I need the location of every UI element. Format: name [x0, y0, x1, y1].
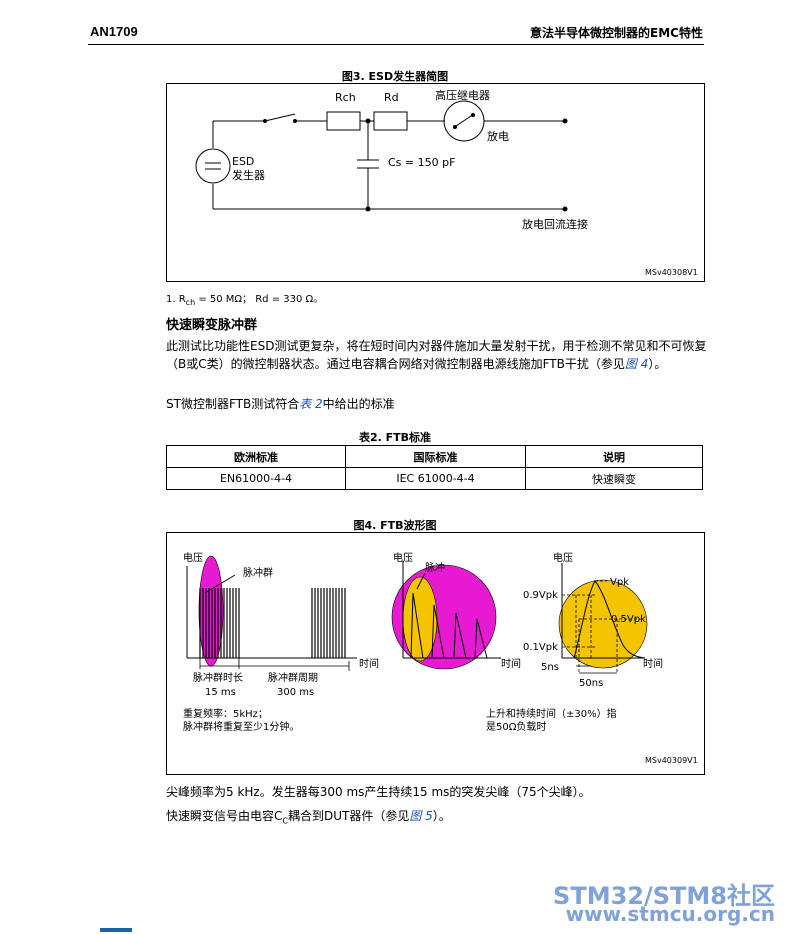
- figure4-caption: 图4. FTB波形图: [353, 519, 437, 532]
- para-4: 快速瞬变信号由电容CC耦合到DUT器件（参见图 5）。: [166, 809, 451, 826]
- voltage-label-3: 电压: [553, 551, 573, 564]
- watermark-line-2: www.stmcu.org.cn: [565, 902, 775, 926]
- burst-length-label: 脉冲群时长: [193, 671, 243, 684]
- repeat-note: 脉冲群将重复至少1分钟。: [183, 720, 299, 733]
- figure3-note: 1. Rch = 50 MΩ； Rd = 330 Ω。: [166, 294, 324, 307]
- rch-label: Rch: [335, 91, 356, 104]
- table-row: EN61000-4-4 IEC 61000-4-4 快速瞬变: [166, 467, 703, 490]
- cell-desc: 快速瞬变: [525, 467, 703, 490]
- time-label-1: 时间: [359, 657, 379, 670]
- v05-label: 0.5Vpk: [611, 614, 646, 625]
- figure5-link[interactable]: 图 5: [409, 809, 433, 823]
- time-label-2: 时间: [501, 657, 521, 670]
- burst-period-label: 脉冲群周期: [268, 671, 318, 684]
- st-logo-fragment: [100, 928, 132, 932]
- table-header-row: 欧洲标准 国际标准 说明: [166, 445, 703, 468]
- vpk-label: Vpk: [610, 577, 629, 588]
- figure4-frame: 电压 脉冲群 时间 脉冲群时长 15 ms 脉冲群周期 300 ms 重复频率：…: [166, 532, 705, 775]
- rd-label: Rd: [384, 91, 399, 104]
- cell-eu: EN61000-4-4: [166, 467, 346, 490]
- col-intl: 国际标准: [345, 445, 526, 468]
- burst-label: 脉冲群: [243, 566, 273, 579]
- table2-link[interactable]: 表 2: [299, 397, 323, 411]
- col-eu: 欧洲标准: [166, 445, 346, 468]
- figure3-ref: MSv40308V1: [645, 268, 698, 277]
- cell-intl: IEC 61000-4-4: [345, 467, 526, 490]
- doc-title: 意法半导体微控制器的EMC特性: [530, 26, 703, 40]
- figure3-caption: 图3. ESD发生器简图: [341, 70, 449, 83]
- esd-label-2: 发生器: [232, 168, 265, 182]
- section-title: 快速瞬变脉冲群: [166, 318, 258, 333]
- v09-label: 0.9Vpk: [523, 590, 558, 601]
- t5ns-label: 5ns: [541, 662, 559, 673]
- burst-period-value: 300 ms: [277, 687, 314, 698]
- header-rule: [88, 44, 704, 45]
- col-desc: 说明: [525, 445, 703, 468]
- table2-caption: 表2. FTB标准: [358, 431, 432, 444]
- ftb-waveform-diagram: 电压 脉冲群 时间 脉冲群时长 15 ms 脉冲群周期 300 ms 重复频率：…: [183, 551, 698, 765]
- voltage-label-2: 电压: [393, 551, 413, 564]
- load-note: 是50Ω负载时: [486, 720, 546, 733]
- doc-id: AN1709: [90, 24, 138, 39]
- relay-label: 高压继电器: [435, 88, 490, 102]
- return-label: 放电回流连接: [522, 217, 588, 231]
- esd-generator-diagram: Rch Rd 高压继电器 放电 ESD 发生器 Cs = 150 pF 放电回流…: [195, 88, 698, 277]
- v01-label: 0.1Vpk: [523, 642, 558, 653]
- watermark-line-1: STM32/STM8社区: [553, 882, 775, 910]
- voltage-label-1: 电压: [183, 551, 203, 564]
- pulse-label: 脉冲: [425, 561, 445, 574]
- para-3: 尖峰频率为5 kHz。发生器每300 ms产生持续15 ms的突发尖峰（75个尖…: [166, 785, 591, 799]
- figure4-link[interactable]: 图 4: [624, 356, 649, 371]
- ftb-standards-table: 欧洲标准 国际标准 说明 EN61000-4-4 IEC 61000-4-4 快…: [166, 445, 703, 490]
- figure4-ref: MSv40309V1: [645, 756, 698, 765]
- rep-freq-note: 重复频率：5kHz；: [183, 707, 268, 720]
- para-2: ST微控制器FTB测试符合表 2中给出的标准: [166, 397, 395, 411]
- rise-note: 上升和持续时间（±30%）指: [486, 707, 617, 720]
- esd-label-1: ESD: [232, 155, 254, 168]
- figure3-frame: Rch Rd 高压继电器 放电 ESD 发生器 Cs = 150 pF 放电回流…: [166, 83, 705, 282]
- burst-length-value: 15 ms: [205, 687, 236, 698]
- t50ns-label: 50ns: [579, 678, 603, 689]
- cs-label: Cs = 150 pF: [388, 156, 455, 169]
- para-1: 此测试比功能性ESD测试更复杂，将在短时间内对器件施加大量发射干扰，用于检测不常…: [166, 339, 707, 371]
- discharge-label: 放电: [487, 129, 509, 143]
- pulse-zoom-circle: [558, 579, 648, 669]
- time-label-3: 时间: [643, 657, 663, 670]
